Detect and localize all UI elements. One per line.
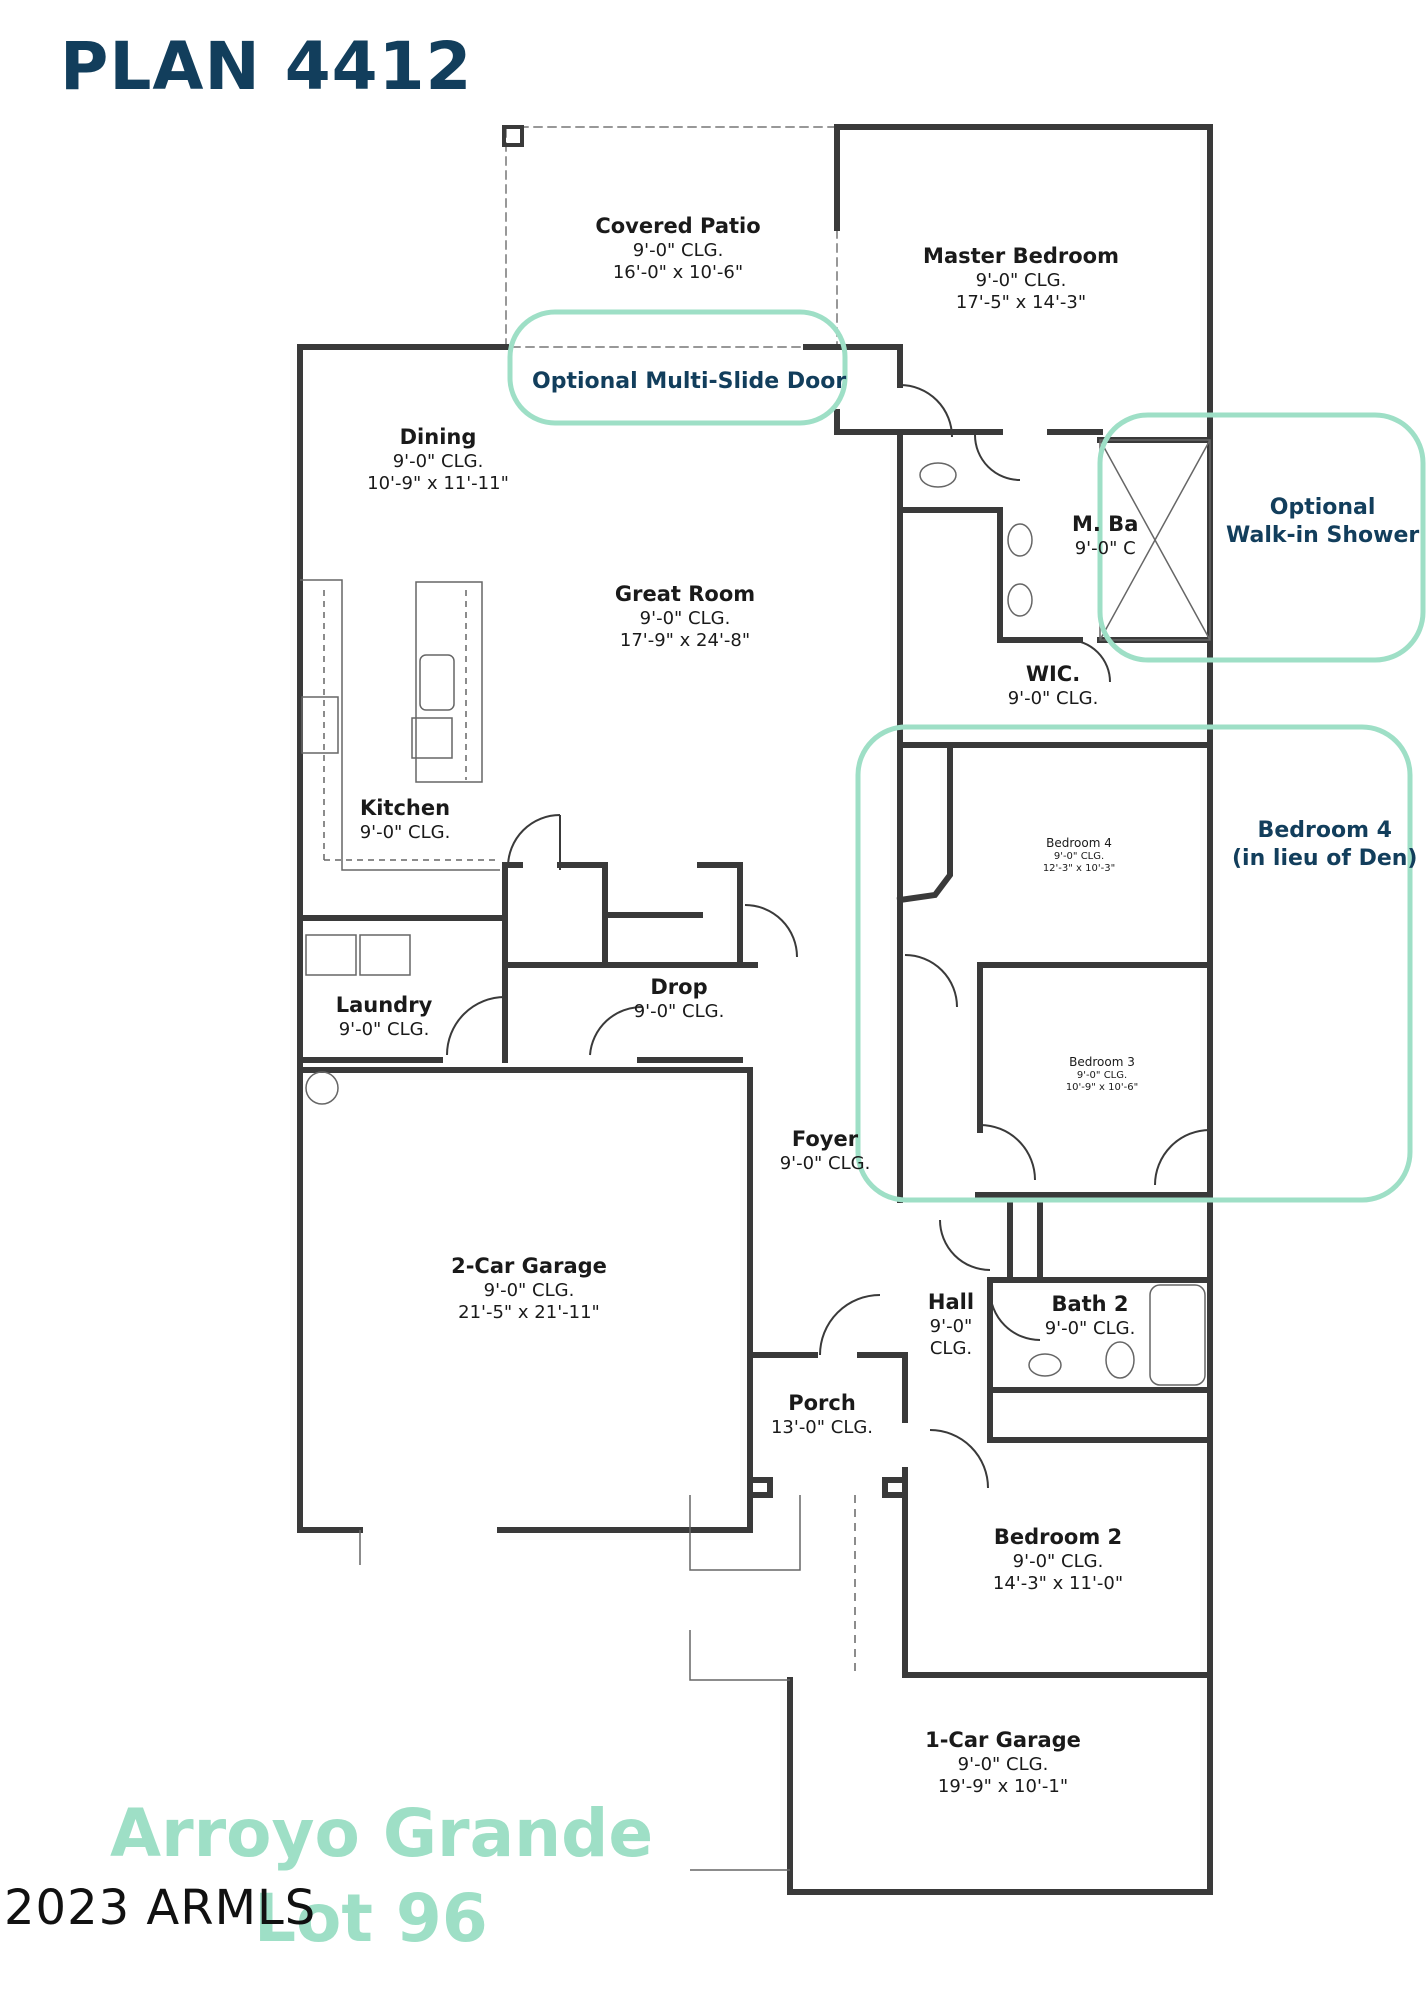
room-size: 10'-9" x 11'-11" [367, 472, 509, 494]
room-dining: Dining 9'-0" CLG. 10'-9" x 11'-11" [367, 425, 509, 495]
option-line: Walk-in Shower [1226, 522, 1420, 548]
room-ceiling: 9'-0" CLG. [1044, 1317, 1136, 1339]
room-name: Porch [788, 1391, 856, 1415]
room-laundry: Laundry 9'-0" CLG. [336, 993, 433, 1041]
room-ceiling-line2: CLG. [929, 1337, 973, 1359]
room-size: 17'-5" x 14'-3" [955, 291, 1087, 313]
room-one-car-garage: 1-Car Garage 9'-0" CLG. 19'-9" x 10'-1" [925, 1728, 1081, 1798]
option-line: Optional [1269, 495, 1376, 520]
room-ceiling: 9'-0" CLG. [392, 450, 484, 472]
room-ceiling: 9'-0" C [1074, 537, 1136, 559]
room-size: 19'-9" x 10'-1" [937, 1775, 1069, 1797]
room-name: Foyer [791, 1127, 859, 1151]
room-ceiling: 9'-0" CLG. [639, 607, 731, 629]
bedroom4-highlight [855, 724, 1413, 1203]
room-name: Great Room [614, 582, 756, 606]
room-bath-2: Bath 2 9'-0" CLG. [1045, 1292, 1136, 1340]
room-size: 14'-3" x 11'-0" [992, 1572, 1124, 1594]
room-name: Bath 2 [1051, 1292, 1129, 1316]
room-ceiling: 9'-0" CLG. [338, 1018, 430, 1040]
room-size: 21'-5" x 21'-11" [458, 1301, 600, 1323]
room-bedroom-4: Bedroom 4 9'-0" CLG. 12'-3" x 10'-3" [1043, 836, 1115, 875]
room-name: 1-Car Garage [925, 1728, 1081, 1752]
room-kitchen: Kitchen 9'-0" CLG. [360, 796, 451, 844]
room-ceiling: 9'-0" CLG. [359, 821, 451, 843]
room-master-bath: M. Ba 9'-0" C [1072, 512, 1138, 560]
room-name: M. Ba [1072, 512, 1139, 536]
highlight-boxes [507, 309, 1426, 1203]
room-name: Kitchen [359, 796, 451, 820]
option-multi-slide-door: Optional Multi-Slide Door [532, 369, 847, 394]
copyright: 2023 ARMLS [4, 1880, 317, 1936]
room-name: Covered Patio [595, 214, 761, 238]
room-drop: Drop 9'-0" CLG. [634, 975, 725, 1023]
room-hall: Hall 9'-0" CLG. [928, 1290, 974, 1360]
room-name: Hall [927, 1290, 975, 1314]
walk-in-shower-highlight [1097, 412, 1426, 663]
plan-title: PLAN 4412 [60, 28, 473, 105]
room-name: Master Bedroom [923, 244, 1119, 268]
room-name: Laundry [335, 993, 433, 1017]
fixtures [300, 439, 1211, 1871]
room-ceiling: 13'-0" CLG. [770, 1416, 874, 1438]
room-ceiling: 9'-0" CLG. [1007, 687, 1099, 709]
room-name: Bedroom 4 [1046, 836, 1112, 850]
room-ceiling: 9'-0" [929, 1315, 973, 1337]
room-size: 17'-9" x 24'-8" [619, 629, 751, 651]
room-ceiling: 9'-0" CLG. [1053, 850, 1105, 862]
room-bedroom-2: Bedroom 2 9'-0" CLG. 14'-3" x 11'-0" [993, 1525, 1123, 1595]
room-porch: Porch 13'-0" CLG. [771, 1391, 873, 1439]
room-ceiling: 9'-0" CLG. [1076, 1069, 1128, 1081]
option-line: (in lieu of Den) [1232, 845, 1418, 871]
room-ceiling: 9'-0" CLG. [483, 1279, 575, 1301]
room-name: 2-Car Garage [451, 1254, 607, 1278]
room-foyer: Foyer 9'-0" CLG. [780, 1127, 871, 1175]
room-master-bedroom: Master Bedroom 9'-0" CLG. 17'-5" x 14'-3… [923, 244, 1119, 314]
multi-slide-door-highlight [507, 309, 848, 426]
door-swings [446, 384, 1211, 1489]
room-size: 12'-3" x 10'-3" [1042, 862, 1116, 874]
room-two-car-garage: 2-Car Garage 9'-0" CLG. 21'-5" x 21'-11" [451, 1254, 607, 1324]
room-ceiling: 9'-0" CLG. [957, 1753, 1049, 1775]
room-ceiling: 9'-0" CLG. [975, 269, 1067, 291]
exterior-walls [297, 124, 1213, 1895]
watermark-community: Arroyo Grande [110, 1795, 654, 1872]
room-wic: WIC. 9'-0" CLG. [1008, 662, 1099, 710]
watermark-lot: Lot 96 [254, 1880, 488, 1957]
room-size: 16'-0" x 10'-6" [612, 261, 744, 283]
room-covered-patio: Covered Patio 9'-0" CLG. 16'-0" x 10'-6" [595, 214, 760, 284]
room-size: 10'-9" x 10'-6" [1065, 1081, 1139, 1093]
room-ceiling: 9'-0" CLG. [779, 1152, 871, 1174]
room-name: Bedroom 3 [1069, 1055, 1135, 1069]
room-name: WIC. [1025, 662, 1081, 686]
room-name: Drop [650, 975, 708, 999]
room-ceiling: 9'-0" CLG. [633, 1000, 725, 1022]
room-ceiling: 9'-0" CLG. [632, 239, 724, 261]
room-name: Bedroom 2 [993, 1525, 1123, 1549]
room-ceiling: 9'-0" CLG. [1012, 1550, 1104, 1572]
option-walk-in-shower: Optional Walk-in Shower [1226, 494, 1419, 549]
option-line: Bedroom 4 [1257, 818, 1392, 843]
room-great-room: Great Room 9'-0" CLG. 17'-9" x 24'-8" [615, 582, 755, 652]
option-bedroom-4: Bedroom 4 (in lieu of Den) [1232, 817, 1418, 872]
room-bedroom-3: Bedroom 3 9'-0" CLG. 10'-9" x 10'-6" [1066, 1055, 1138, 1094]
room-name: Dining [399, 425, 477, 449]
